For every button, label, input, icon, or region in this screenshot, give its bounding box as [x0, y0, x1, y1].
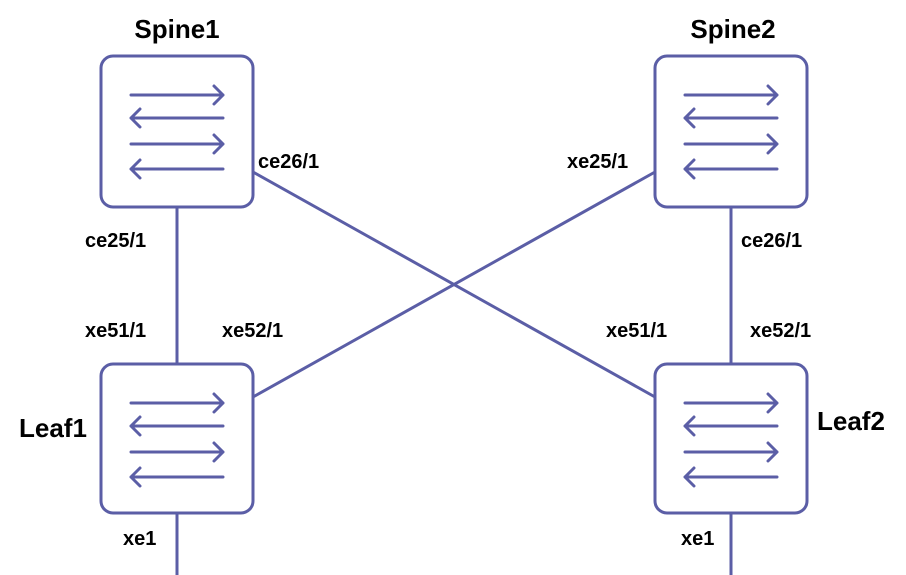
arrow-right-icon — [683, 392, 779, 414]
arrow-right-icon — [129, 441, 225, 463]
spine2-title: Spine2 — [690, 14, 775, 44]
arrow-left-icon — [683, 107, 779, 129]
switch-box — [653, 54, 809, 209]
arrow-left-icon — [683, 158, 779, 180]
port-label-leaf2-xe1: xe1 — [681, 528, 714, 550]
node-leaf1 — [99, 362, 255, 515]
arrow-left-icon — [683, 466, 779, 488]
arrow-left-icon — [129, 466, 225, 488]
spine1-title: Spine1 — [134, 14, 219, 44]
link-spine2-leaf1 — [252, 170, 656, 399]
leaf2-title: Leaf2 — [817, 406, 885, 436]
node-spine1 — [99, 54, 255, 209]
switch-icon — [129, 84, 225, 180]
arrow-right-icon — [683, 133, 779, 155]
port-label-spine1-ce26: ce26/1 — [258, 151, 319, 173]
port-label-spine1-ce25: ce25/1 — [85, 230, 146, 252]
leaf1-title: Leaf1 — [19, 413, 87, 443]
switch-icon — [129, 392, 225, 488]
switch-icon — [683, 84, 779, 180]
arrow-left-icon — [129, 158, 225, 180]
switch-box — [653, 362, 809, 515]
port-label-leaf1-xe52: xe52/1 — [222, 320, 283, 342]
arrow-left-icon — [683, 415, 779, 437]
node-leaf2 — [653, 362, 809, 515]
port-label-leaf1-xe51: xe51/1 — [85, 320, 146, 342]
switch-box — [99, 54, 255, 209]
arrow-left-icon — [129, 415, 225, 437]
arrow-right-icon — [683, 441, 779, 463]
port-label-leaf1-xe1: xe1 — [123, 528, 156, 550]
switch-box — [99, 362, 255, 515]
port-label-leaf2-xe52: xe52/1 — [750, 320, 811, 342]
switch-icon — [683, 392, 779, 488]
arrow-left-icon — [129, 107, 225, 129]
arrow-right-icon — [683, 84, 779, 106]
arrow-right-icon — [129, 133, 225, 155]
arrow-right-icon — [129, 392, 225, 414]
arrow-right-icon — [129, 84, 225, 106]
links — [175, 170, 733, 575]
node-spine2 — [653, 54, 809, 209]
port-label-spine2-ce26: ce26/1 — [741, 230, 802, 252]
port-label-spine2-xe25: xe25/1 — [567, 151, 628, 173]
port-label-leaf2-xe51: xe51/1 — [606, 320, 667, 342]
